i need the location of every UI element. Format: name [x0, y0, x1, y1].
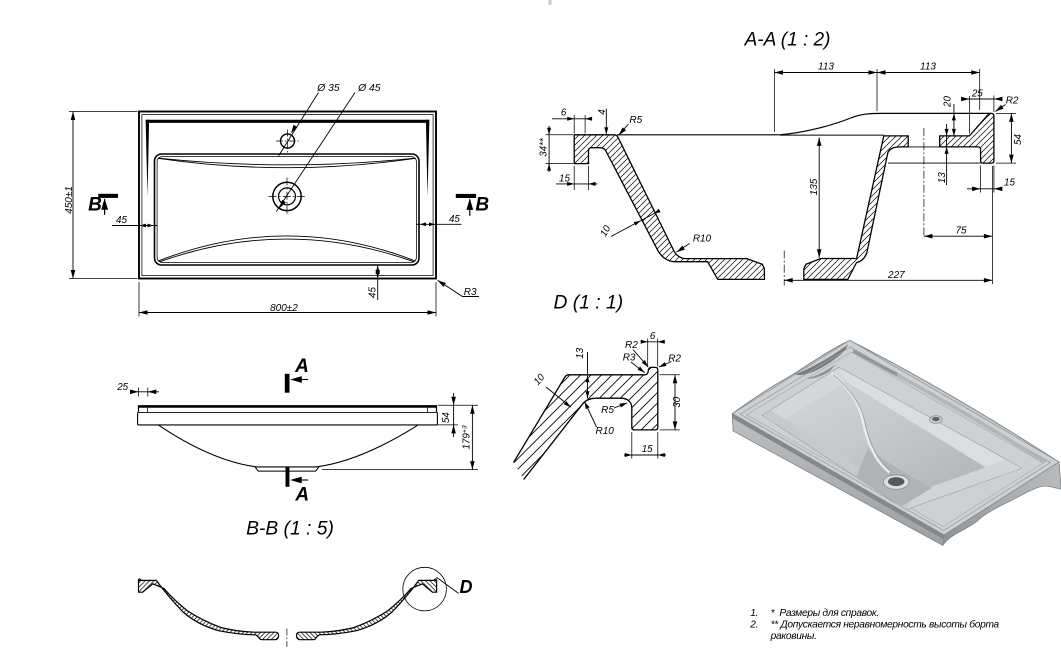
svg-text:15: 15: [559, 174, 570, 185]
svg-text:D (1 : 1): D (1 : 1): [553, 293, 623, 314]
svg-text:15: 15: [1004, 178, 1015, 189]
svg-text:179+3: 179+3: [461, 425, 472, 449]
svg-text:B: B: [88, 195, 102, 216]
svg-text:30: 30: [672, 396, 683, 407]
svg-text:A: A: [294, 485, 309, 506]
svg-text:113: 113: [920, 62, 936, 73]
svg-text:A: A: [294, 356, 309, 377]
svg-text:R5: R5: [601, 405, 614, 416]
svg-text:113: 113: [818, 62, 834, 73]
svg-text:34**: 34**: [538, 137, 549, 157]
svg-text:135: 135: [809, 178, 820, 195]
svg-text:A-A (1 : 2): A-A (1 : 2): [744, 30, 831, 51]
svg-text:20: 20: [943, 96, 954, 108]
svg-text:6: 6: [561, 108, 567, 119]
svg-text:13: 13: [937, 172, 948, 183]
svg-text:54: 54: [441, 412, 452, 423]
svg-text:R2: R2: [1006, 95, 1019, 106]
svg-text:D: D: [460, 577, 473, 597]
svg-text:4: 4: [597, 109, 608, 115]
svg-text:25: 25: [116, 382, 128, 393]
svg-text:Ø 45: Ø 45: [357, 83, 381, 94]
svg-text:45: 45: [367, 287, 378, 298]
svg-text:B-B (1 : 5): B-B (1 : 5): [246, 519, 334, 540]
svg-text:2.: 2.: [749, 620, 758, 631]
svg-text:227: 227: [887, 270, 905, 281]
svg-text:45: 45: [116, 215, 127, 226]
svg-text:R2: R2: [625, 340, 638, 351]
svg-text:R3: R3: [464, 287, 477, 298]
svg-text:R5: R5: [629, 115, 642, 126]
svg-text:* Размеры для справок.: * Размеры для справок.: [771, 608, 879, 619]
svg-text:13: 13: [575, 347, 586, 358]
svg-text:10: 10: [532, 372, 548, 388]
svg-text:B: B: [475, 195, 489, 216]
svg-text:Ø 35: Ø 35: [316, 83, 340, 94]
svg-text:45: 45: [449, 214, 460, 225]
svg-text:15: 15: [642, 444, 653, 455]
svg-text:R3: R3: [623, 352, 636, 363]
svg-text:54: 54: [1013, 134, 1024, 145]
svg-text:R10: R10: [693, 234, 712, 245]
svg-text:R2: R2: [668, 354, 681, 365]
svg-text:800±2: 800±2: [270, 303, 298, 314]
svg-text:25: 25: [971, 89, 983, 100]
svg-text:450±1: 450±1: [64, 186, 75, 214]
svg-text:1.: 1.: [750, 608, 758, 619]
svg-text:75: 75: [955, 226, 967, 237]
svg-text:** Допускается неравномерность: ** Допускается неравномерность высоты бо…: [771, 619, 1000, 631]
svg-text:раковины.: раковины.: [770, 631, 817, 642]
svg-text:R10: R10: [596, 426, 615, 437]
svg-text:6: 6: [650, 331, 656, 342]
